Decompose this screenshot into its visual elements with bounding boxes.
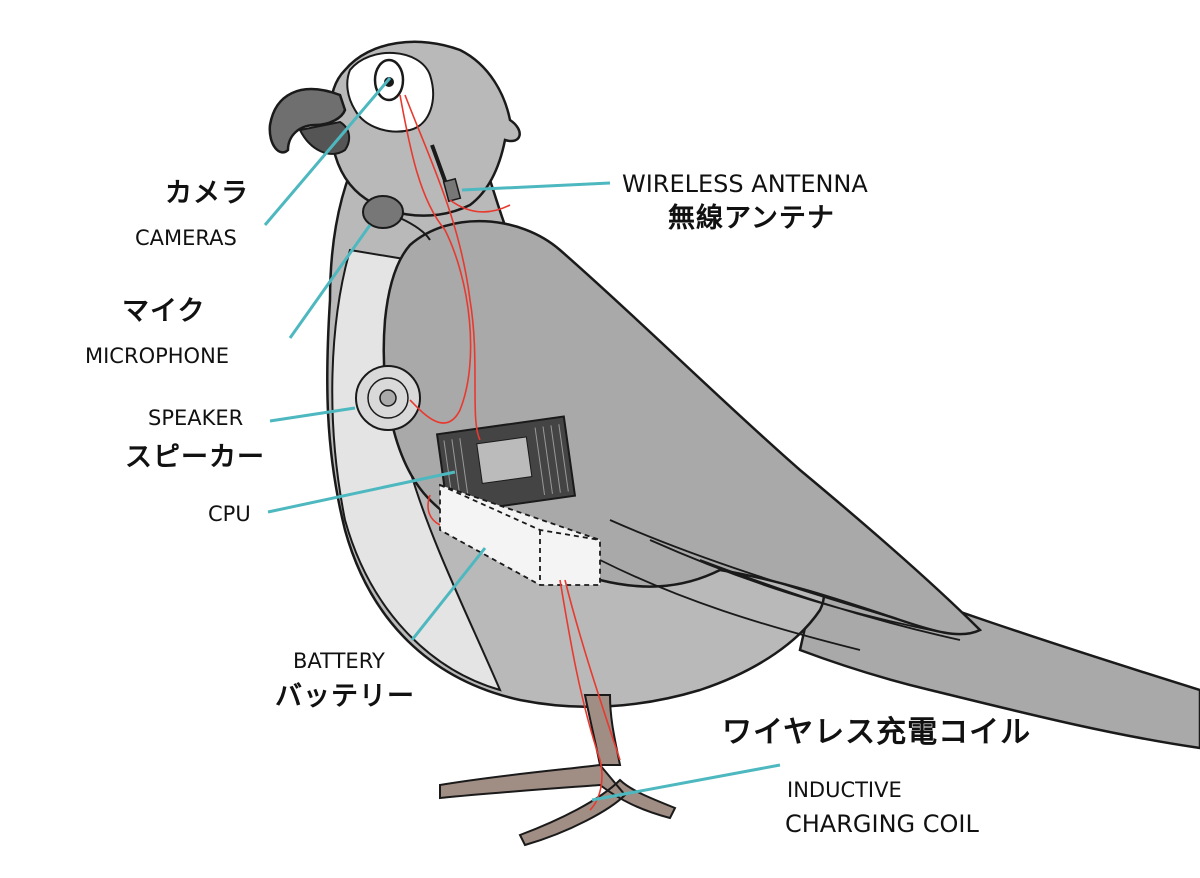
lower-beak — [298, 120, 351, 155]
leader-antenna — [461, 181, 611, 192]
leader-speaker — [269, 406, 356, 423]
battery-box — [439, 483, 601, 586]
label-mic-en: MICROPHONE — [85, 344, 230, 368]
cpu-chip — [435, 415, 577, 515]
leader-cpu — [267, 470, 456, 514]
leader-coil — [591, 763, 781, 802]
microphone-device — [362, 195, 404, 229]
wing-feather-lines — [599, 519, 961, 651]
foot — [439, 763, 677, 847]
label-camera-en: CAMERAS — [135, 226, 237, 250]
microphone-stem — [399, 217, 431, 241]
leader-microphone — [288, 224, 372, 339]
label-coil-jp: ワイヤレス充電コイル — [722, 715, 1032, 750]
label-antenna-jp: 無線アンテナ — [668, 203, 835, 234]
leg — [583, 694, 622, 766]
label-speaker-en: SPEAKER — [148, 406, 244, 430]
leader-lines — [263, 77, 781, 802]
label-antenna-en: WIRELESS ANTENNA — [622, 170, 868, 198]
label-speaker-jp: スピーカー — [125, 442, 265, 473]
label-coil-en-2: CHARGING COIL — [785, 810, 979, 838]
leader-battery — [410, 547, 487, 641]
speaker-center — [379, 389, 397, 407]
red-wiring — [399, 94, 621, 811]
antenna-base — [442, 177, 462, 203]
label-battery-jp: バッテリー — [275, 681, 415, 712]
leader-camera — [263, 77, 392, 226]
label-cpu-en: CPU — [208, 502, 251, 526]
label-mic-jp: マイク — [122, 296, 206, 327]
label-coil-en-1: INDUCTIVE — [787, 778, 902, 802]
label-battery-en: BATTERY — [293, 649, 385, 673]
speaker-inner-ring — [367, 377, 409, 419]
label-camera-jp: カメラ — [165, 178, 249, 209]
camera-lens — [384, 77, 394, 87]
beak — [268, 87, 347, 154]
